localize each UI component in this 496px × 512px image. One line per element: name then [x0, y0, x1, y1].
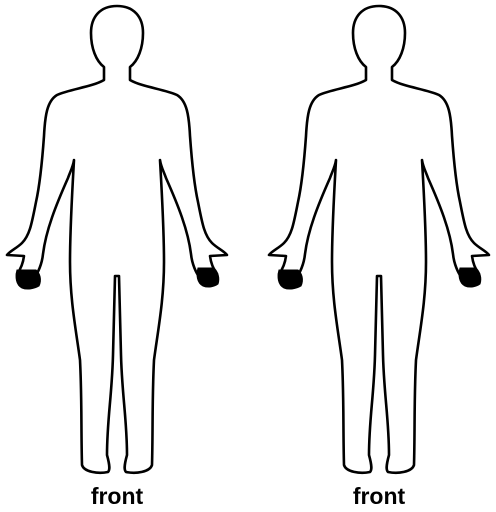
fingertips-right-hand: [459, 268, 481, 287]
figure-label-left: front: [57, 483, 177, 509]
body-figure-right: front: [262, 0, 496, 512]
figure-label-right: front: [319, 483, 439, 509]
fingertips-right-hand: [197, 268, 219, 287]
fingertips-left-hand: [16, 270, 40, 289]
body-outline-right: [262, 0, 496, 480]
body-figure-left: front: [0, 0, 248, 512]
body-outline-left: [0, 0, 234, 480]
fingertips-left-hand: [278, 270, 302, 289]
